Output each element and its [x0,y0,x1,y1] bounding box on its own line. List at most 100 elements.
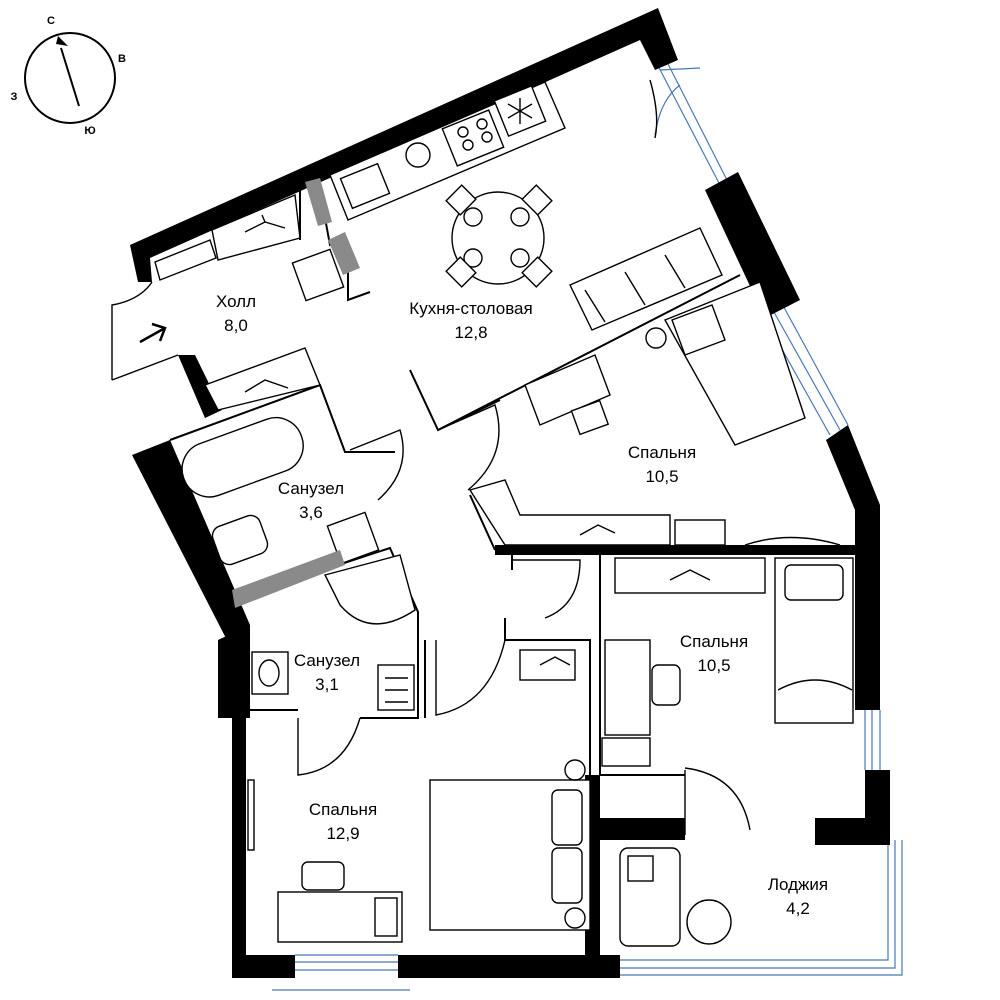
room-area-bath-large: 3,6 [299,503,323,522]
wardrobe-hall-lower [204,347,321,411]
chair-icon-4 [521,256,553,288]
snowflake-icon [507,98,533,124]
pillow-icon-2 [784,564,844,601]
room-name-loggia: Лоджия [768,875,828,894]
pillow-icon-3 [551,789,583,846]
desk-icon-3 [277,891,403,943]
room-labels: Холл 8,0 Кухня-столовая 12,8 Спальня 10,… [216,292,828,918]
bookshelf-icon-3 [374,897,398,937]
compass: С В Ю З [11,15,126,137]
room-name-hall: Холл [216,292,256,311]
loggia-furniture [619,847,732,947]
desk-chair-icon-3 [301,861,345,891]
chair-icon-3 [445,256,477,288]
compass-arrow-icon [56,36,68,46]
toilet-icon [211,514,269,566]
sink-icon-small-bath [251,651,289,695]
chair-icon-2 [521,184,553,216]
partition-gray [232,550,345,608]
door-bedroom-s [435,639,506,716]
desk-icon [524,354,611,426]
wall-east-upper [705,172,800,318]
doors [111,79,751,835]
mirror-icon [247,779,255,851]
wall-southwest [232,715,246,975]
nightstand-icon-2 [564,759,586,781]
door-bath-small [297,717,361,776]
room-area-bedroom-ne: 10,5 [645,467,678,486]
room-area-bedroom-s: 12,9 [326,824,359,843]
room-area-loggia: 4,2 [786,899,810,918]
compass-west-label: З [11,91,18,103]
wall-west [132,440,250,718]
compass-north-label: С [47,15,55,27]
sink-icon [339,162,391,210]
pillow-icon-4 [551,847,583,904]
hanger-icon-5 [539,656,571,666]
room-name-bath-large: Санузел [278,479,344,498]
walls [130,8,890,978]
dishwasher-icon [405,142,431,168]
hanger-icon-2 [244,379,289,393]
compass-needle [60,47,80,107]
wall-loggia-north [600,818,685,840]
room-area-bath-small: 3,1 [315,675,339,694]
pillow-icon [671,304,726,356]
door-bedroom-ne [437,404,500,491]
wall-bedrooms-divider [495,545,855,555]
desk-chair-icon-2 [651,664,681,706]
compass-ring [24,32,116,124]
room-area-kitchen: 12,8 [454,323,487,342]
door-bedroom-e [512,559,581,619]
door-bath-large [349,429,404,501]
kitchen-furniture [329,81,723,331]
shoe-rack-icon [154,239,217,281]
wardrobe-bedroom-e [614,557,766,594]
chair-icon [445,184,477,216]
door-balcony-kitchen [649,79,658,139]
compass-south-label: Ю [84,125,95,137]
sofa-icon [569,227,723,331]
wardrobe-bedroom-s [519,649,576,681]
wall-east-lower [815,770,890,845]
wall-hall-stub [178,355,222,418]
wall-south-left [232,955,295,978]
desk-chair-icon [570,399,610,436]
bedroom-s-furniture [247,649,591,943]
hanger-icon [244,214,286,233]
shaft [305,178,332,226]
nightstand-icon [645,327,667,349]
room-name-bedroom-e: Спальня [680,632,748,651]
wall-south-right [398,955,620,978]
hanger-icon-3 [579,524,616,536]
desk-icon-2 [604,639,651,736]
bedroom-ne-furniture [468,281,841,546]
nightstand-icon-3 [564,907,586,929]
coffee-table-icon [686,899,732,945]
room-name-bath-small: Санузел [294,651,360,670]
bedroom-e-furniture [601,557,854,767]
room-area-bedroom-e: 10,5 [697,656,730,675]
bookshelf-icon-2 [601,737,651,767]
entrance-door [111,281,179,381]
hall-furniture [154,178,360,411]
towel-dryer-icon [377,664,415,711]
stove-icon [441,109,505,167]
shaft-2 [328,232,360,275]
bath-large-furniture [181,416,416,625]
bath-small-furniture [251,651,415,711]
wardrobe-hall [211,193,301,261]
room-area-hall: 8,0 [224,316,248,335]
entrance-arrow-icon [139,322,167,344]
washing-machine-icon [291,248,345,302]
shower-icon [323,554,416,625]
dining-table [451,191,545,285]
bathtub-icon [181,416,304,498]
compass-east-label: В [118,53,126,65]
bookshelf-icon [674,519,726,546]
armchair-icon [619,847,681,947]
wall-east-middle [826,425,880,710]
wall-north [130,8,678,282]
hanger-icon-4 [669,569,711,581]
